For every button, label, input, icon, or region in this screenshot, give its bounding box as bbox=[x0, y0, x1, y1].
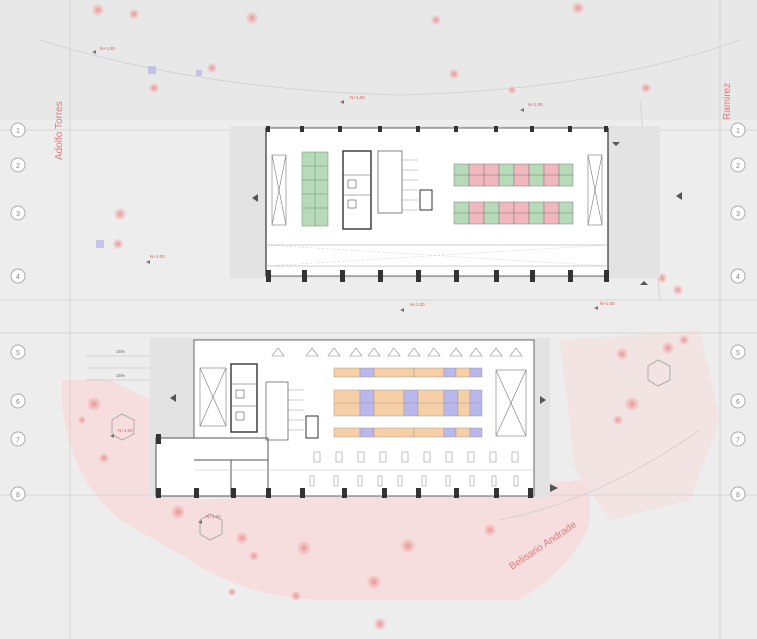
survey-markers bbox=[92, 50, 598, 524]
svg-text:6: 6 bbox=[736, 399, 740, 406]
hex-pavilions bbox=[111, 359, 671, 541]
svg-text:5: 5 bbox=[16, 350, 20, 357]
axis-4-left: 4 bbox=[10, 268, 26, 284]
top-paving bbox=[0, 0, 757, 120]
plaza-area bbox=[61, 380, 590, 600]
lower-stair bbox=[265, 381, 289, 441]
lower-annex bbox=[155, 437, 269, 497]
svg-text:8: 8 bbox=[736, 492, 740, 499]
svg-text:1: 1 bbox=[16, 128, 20, 135]
level-tag: N+1.00 bbox=[600, 301, 615, 306]
level-tag: N+1.00 bbox=[118, 428, 133, 433]
axis-2-right: 2 bbox=[730, 157, 746, 173]
upper-columns bbox=[266, 126, 609, 282]
entry-arrow-icon bbox=[540, 396, 546, 404]
svg-text:4: 4 bbox=[16, 274, 20, 281]
svg-text:1: 1 bbox=[736, 128, 740, 135]
lower-columns bbox=[156, 434, 533, 498]
grid-axes: 1 2 3 4 5 6 7 8 1 2 3 4 5 6 7 8 bbox=[10, 122, 746, 502]
level-tag: N+1.00 bbox=[528, 102, 543, 107]
entry-arrow-icon bbox=[252, 194, 258, 202]
level-tag: N+1.00 bbox=[150, 254, 165, 259]
svg-text:8: 8 bbox=[16, 492, 20, 499]
upper-stair bbox=[377, 150, 403, 214]
svg-text:5: 5 bbox=[736, 350, 740, 357]
svg-text:3: 3 bbox=[16, 211, 20, 218]
axis-1-left: 1 bbox=[10, 122, 26, 138]
upper-void bbox=[271, 154, 603, 226]
lower-toilet-core bbox=[230, 363, 258, 433]
axis-3-left: 3 bbox=[10, 205, 26, 221]
lower-tables bbox=[194, 451, 534, 487]
axis-1-right: 1 bbox=[730, 122, 746, 138]
svg-text:7: 7 bbox=[736, 437, 740, 444]
axis-7-right: 7 bbox=[730, 431, 746, 447]
level-tag: N+1.00 bbox=[350, 95, 365, 100]
level-tag: N+1.00 bbox=[100, 46, 115, 51]
level-tag: N+1.00 bbox=[410, 302, 425, 307]
ramp-slope-lower: 15% bbox=[116, 373, 125, 378]
axis-3-right: 3 bbox=[730, 205, 746, 221]
picnic-tables bbox=[96, 66, 202, 248]
north-arrow-icon bbox=[612, 142, 620, 146]
axis-6-right: 6 bbox=[730, 393, 746, 409]
axis-4-right: 4 bbox=[730, 268, 746, 284]
entry-arrow-icon bbox=[170, 394, 176, 402]
lower-study-bays bbox=[333, 367, 483, 438]
svg-text:2: 2 bbox=[16, 163, 20, 170]
lower-ramp bbox=[86, 355, 150, 381]
entry-arrow-icon bbox=[676, 192, 682, 200]
axis-2-left: 2 bbox=[10, 157, 26, 173]
street-name-east: Ramirez bbox=[722, 83, 733, 120]
level-tags: N+1.00 N+1.00 N+1.00 N+1.00 N+1.00 N+1.0… bbox=[100, 46, 615, 519]
lower-void bbox=[199, 367, 527, 437]
lower-building: 15% 15% bbox=[86, 338, 558, 498]
lower-seating-triangles bbox=[271, 347, 523, 357]
ramp-slope-upper: 15% bbox=[116, 349, 125, 354]
svg-text:3: 3 bbox=[736, 211, 740, 218]
axis-5-right: 5 bbox=[730, 344, 746, 360]
svg-text:2: 2 bbox=[736, 163, 740, 170]
svg-text:7: 7 bbox=[16, 437, 20, 444]
upper-toilet-core bbox=[342, 150, 372, 230]
axis-7-left: 7 bbox=[10, 431, 26, 447]
north-arrow-icon bbox=[640, 281, 648, 285]
axis-8-left: 8 bbox=[10, 486, 26, 502]
street-name-west: Adolfo Torres bbox=[54, 101, 65, 160]
level-tag: N+1.00 bbox=[206, 514, 221, 519]
north-arrow-icon bbox=[550, 484, 558, 492]
axis-8-right: 8 bbox=[730, 486, 746, 502]
upper-study-bays bbox=[453, 163, 574, 225]
upper-green-bays bbox=[301, 151, 329, 227]
svg-text:4: 4 bbox=[736, 274, 740, 281]
svg-text:6: 6 bbox=[16, 399, 20, 406]
axis-6-left: 6 bbox=[10, 393, 26, 409]
plaza-right bbox=[560, 330, 720, 520]
axis-5-left: 5 bbox=[10, 344, 26, 360]
upper-building bbox=[230, 126, 682, 285]
